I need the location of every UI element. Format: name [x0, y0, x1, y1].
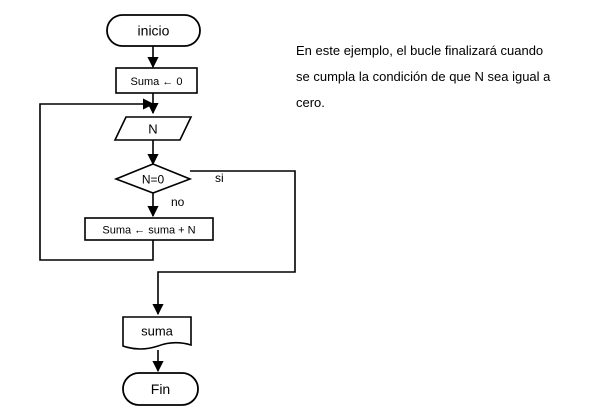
end-terminator: Fin	[122, 372, 199, 406]
explanation-line: En este ejemplo, el bucle finalizará cua…	[296, 43, 544, 58]
output-document: suma	[122, 316, 192, 350]
init-label: Suma ← 0	[131, 76, 183, 88]
input-parallelogram: N	[113, 116, 193, 141]
start-label: inicio	[138, 23, 170, 39]
yes-branch-line	[152, 170, 296, 316]
explanation-text: En este ejemplo, el bucle finalizará cua…	[296, 38, 598, 116]
condition-diamond: N=0	[113, 163, 193, 194]
yes-branch-label: si	[215, 171, 224, 185]
init-process-box: Suma ← 0	[115, 67, 198, 94]
end-label: Fin	[151, 381, 170, 397]
connectors	[39, 46, 296, 373]
accumulate-process-box: Suma ← suma + N	[84, 217, 214, 241]
process-label: Suma ← suma + N	[102, 225, 195, 237]
condition-label: N=0	[142, 173, 165, 187]
input-label: N	[148, 122, 157, 137]
start-terminator: inicio	[106, 14, 201, 47]
loop-back-line	[39, 98, 155, 261]
explanation-line: cero.	[296, 95, 325, 110]
explanation-line: se cumpla la condición de que N sea igua…	[296, 69, 551, 84]
no-branch-label: no	[171, 195, 185, 209]
output-label: suma	[141, 324, 174, 339]
